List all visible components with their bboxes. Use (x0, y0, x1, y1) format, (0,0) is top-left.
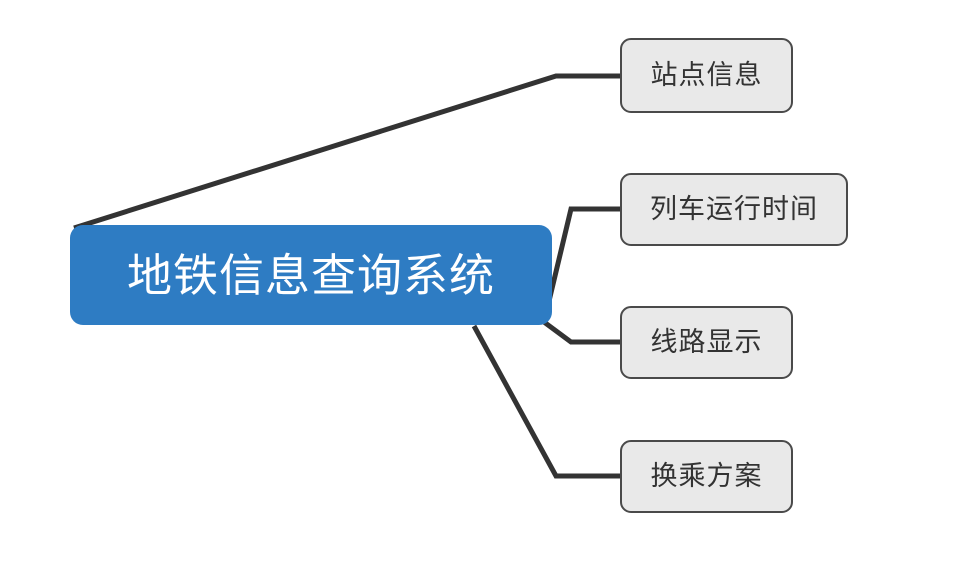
connector-root-to-branch-4 (471, 324, 620, 479)
root-node-label: 地铁信息查询系统 (126, 248, 495, 302)
branch-node-train-schedule[interactable]: 列车运行时间 (620, 173, 848, 246)
branch-node-transfer-plan[interactable]: 换乘方案 (620, 440, 793, 513)
connector-root-to-branch-3 (542, 319, 620, 345)
branch-node-label: 换乘方案 (650, 461, 763, 492)
root-node[interactable]: 地铁信息查询系统 (70, 225, 552, 325)
branch-node-label: 线路显示 (650, 327, 763, 358)
branch-node-label: 列车运行时间 (650, 194, 818, 225)
branch-node-label: 站点信息 (650, 60, 763, 91)
branch-node-line-display[interactable]: 线路显示 (620, 306, 793, 379)
connector-root-to-branch-2 (541, 206, 620, 323)
connector-root-to-branch-1 (73, 73, 620, 231)
branch-node-station-info[interactable]: 站点信息 (620, 38, 793, 113)
